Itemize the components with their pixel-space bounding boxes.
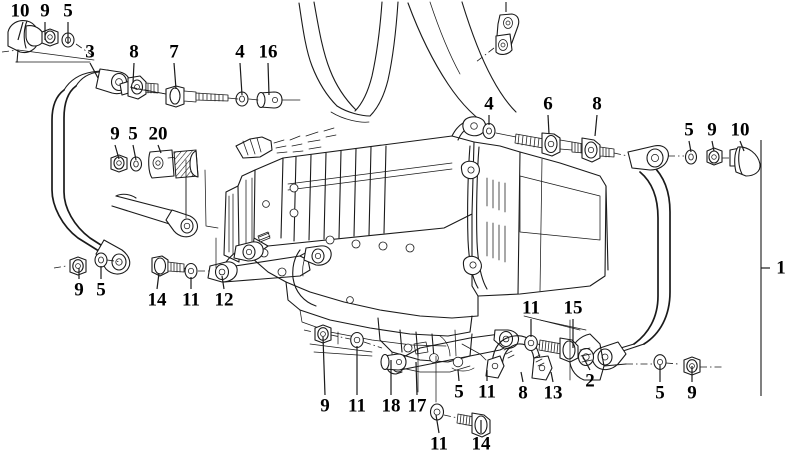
callout-5-left: 5 [96, 279, 106, 301]
callout-2: 2 [585, 370, 595, 392]
callout-3: 3 [85, 41, 95, 63]
callout-12: 12 [214, 289, 234, 311]
callout-15: 15 [563, 297, 583, 319]
callout-9-mid: 9 [110, 123, 120, 145]
callout-9-left: 9 [74, 279, 84, 301]
callout-9-right: 9 [707, 119, 717, 141]
lower-bracket-assembly [386, 329, 553, 381]
fasteners-bottom-low [429, 403, 491, 438]
callout-6: 6 [543, 93, 553, 115]
callout-17: 17 [407, 395, 427, 417]
fasteners-mid-left [110, 149, 199, 179]
callout-8-right: 8 [592, 93, 602, 115]
callout-4-top: 4 [235, 41, 245, 63]
right-protection-bar [591, 145, 671, 371]
callout-9-bottom: 9 [320, 395, 330, 417]
fasteners-bottom-left-pair [53, 252, 123, 276]
callout-14-left: 14 [147, 289, 167, 311]
callout-10-right: 10 [730, 119, 750, 141]
fasteners-right-cap [668, 146, 761, 177]
callout-9-bottomright: 9 [687, 382, 697, 404]
top-small-bracket [475, 2, 520, 63]
fasteners-11-15 [524, 334, 579, 363]
callout-1: 1 [776, 257, 786, 279]
fasteners-bolt-14-11 [151, 255, 210, 280]
callout-7: 7 [169, 41, 179, 63]
fasteners-top-middle [119, 75, 301, 109]
callout-5-right: 5 [684, 119, 694, 141]
callout-20: 20 [148, 123, 168, 145]
callout-14-low: 14 [471, 433, 491, 455]
callout-5-mid: 5 [128, 123, 138, 145]
callout-5-bottomright: 5 [655, 382, 665, 404]
callout-5-bottom: 5 [454, 381, 464, 403]
callout-11-bottom2: 11 [478, 381, 496, 403]
callout-11-bottom: 11 [348, 395, 366, 417]
callout-10-topleft: 10 [10, 0, 30, 22]
callout-11-mid: 11 [522, 297, 540, 319]
callout-8-bottom: 8 [518, 382, 528, 404]
callout-9-topleft: 9 [40, 0, 50, 22]
fasteners-top-left [1, 20, 97, 63]
engine-body-illustration [223, 1, 609, 373]
callout-8-top: 8 [129, 41, 139, 63]
callout-11-low: 11 [430, 433, 448, 455]
callout-18: 18 [381, 395, 401, 417]
lower-cross-brace-left [207, 231, 332, 283]
callout-16: 16 [258, 41, 278, 63]
callout-5-topleft: 5 [63, 0, 73, 22]
fasteners-bottom-right-pair [626, 354, 722, 376]
fasteners-bottom-center [303, 324, 407, 371]
fasteners-right-row [482, 122, 629, 163]
callout-11-left: 11 [182, 289, 200, 311]
callout-4-right: 4 [484, 93, 494, 115]
callout-13: 13 [543, 382, 563, 404]
